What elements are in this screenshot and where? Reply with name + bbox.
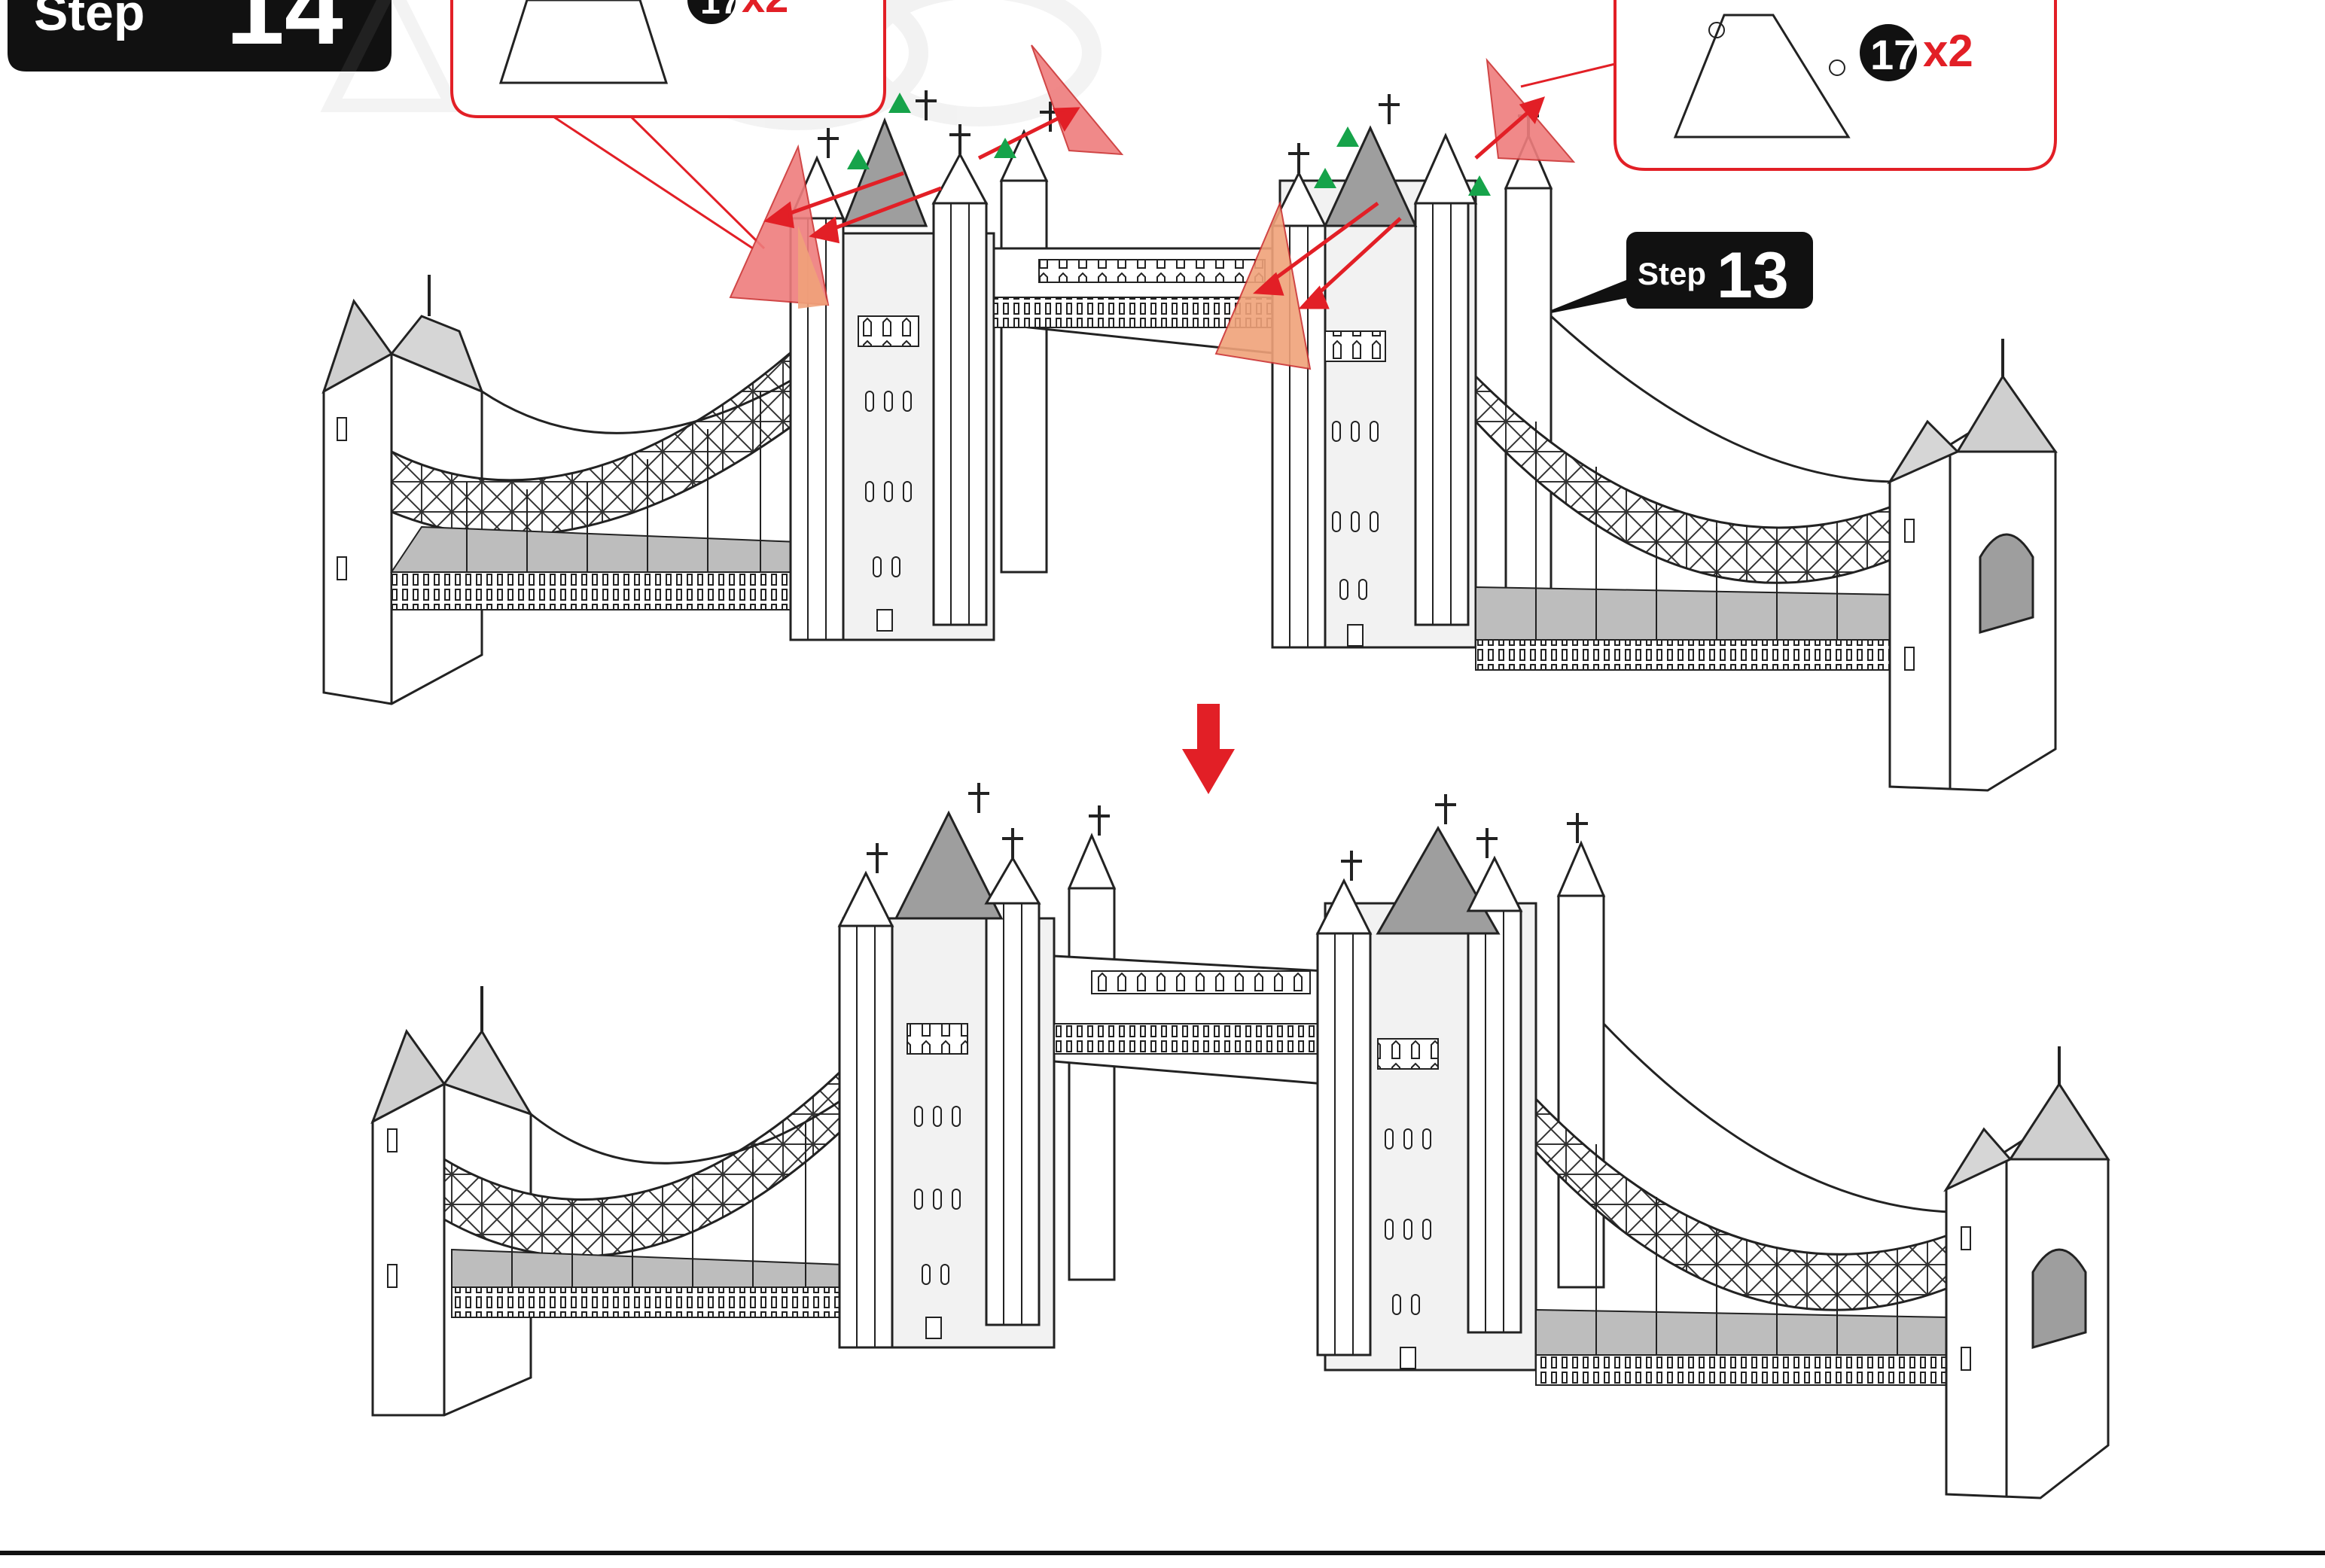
upper-walkway-after <box>1054 956 1325 1084</box>
page-bottom-rule <box>0 1551 2325 1555</box>
step-13-number: 13 <box>1717 239 1789 312</box>
step-14-badge: Step 14 <box>8 0 392 72</box>
step-13-badge: Step 13 <box>1536 232 1813 316</box>
step-13-word: Step <box>1638 256 1706 291</box>
right-main-tower-before <box>1272 94 1551 647</box>
arrow-down-icon <box>1182 704 1235 794</box>
callout-right: 17 x2 <box>1521 0 2055 169</box>
step-14-word: Step <box>34 0 145 41</box>
right-gatehouse-before <box>1890 339 2055 790</box>
right-main-tower-after <box>1318 794 1604 1370</box>
quantity-right: x2 <box>1923 26 1973 76</box>
right-gatehouse-after <box>1946 1046 2108 1498</box>
step-14-number: 14 <box>226 0 343 66</box>
left-main-tower-before <box>791 90 1061 640</box>
left-main-tower-after <box>839 783 1114 1347</box>
quantity-left: x2 <box>742 0 788 21</box>
part-number-left: 17 <box>700 0 740 22</box>
part-number-right: 17 <box>1870 31 1917 78</box>
part-17-outline-left <box>501 0 666 83</box>
bridge-model-after <box>373 783 2108 1498</box>
